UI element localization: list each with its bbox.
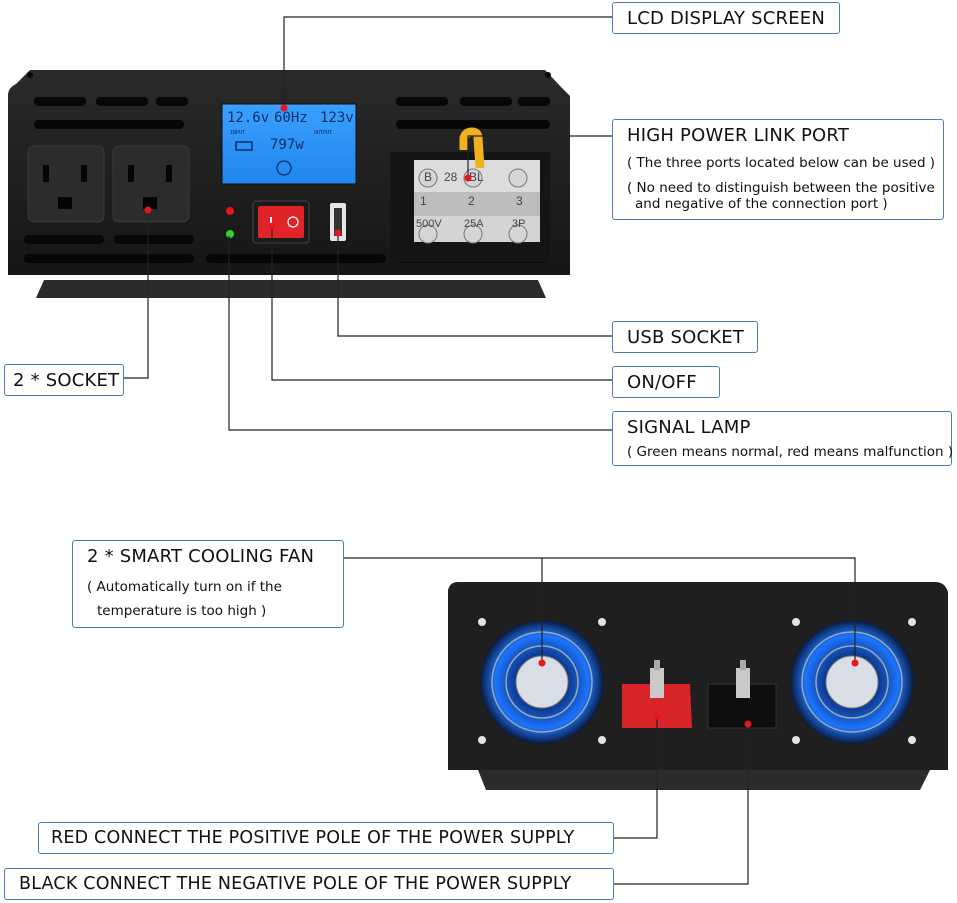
lcd-output-label: OUTPUT	[314, 130, 333, 136]
terminal-rating: 25A	[464, 218, 484, 230]
label-subtitle: ( The three ports located below can be u…	[627, 155, 936, 171]
label-socket: 2 * SOCKET	[4, 364, 124, 396]
label-red-positive-pole: RED CONNECT THE POSITIVE POLE OF THE POW…	[38, 822, 614, 854]
label-title: BLACK CONNECT THE NEGATIVE POLE OF THE P…	[19, 874, 572, 894]
terminal-top-label: 28	[444, 170, 458, 184]
terminal-top-label: BL	[469, 170, 484, 184]
terminal-number: 3	[516, 194, 523, 208]
label-title: SIGNAL LAMP	[627, 417, 751, 438]
lcd-input-label: INPUT	[230, 130, 246, 136]
label-title: 2 * SMART COOLING FAN	[87, 546, 315, 567]
terminal-block: B 28 BL 1 2 3 500V 25A 3P	[414, 160, 540, 242]
label-title: RED CONNECT THE POSITIVE POLE OF THE POW…	[51, 828, 575, 848]
label-signal-lamp: SIGNAL LAMP ( Green means normal, red me…	[612, 411, 954, 466]
label-title: LCD DISPLAY SCREEN	[627, 8, 826, 29]
label-lcd-display-screen: LCD DISPLAY SCREEN	[612, 2, 840, 34]
label-black-negative-pole: BLACK CONNECT THE NEGATIVE POLE OF THE P…	[4, 868, 614, 900]
lcd-output-voltage: 123v	[320, 110, 354, 126]
label-title: ON/OFF	[627, 372, 697, 393]
ac-outlet	[27, 145, 105, 223]
label-title: HIGH POWER LINK PORT	[627, 125, 850, 146]
label-high-power-link-port: HIGH POWER LINK PORT ( The three ports l…	[612, 119, 944, 220]
label-subtitle: and negative of the connection port )	[635, 196, 888, 212]
label-on-off: ON/OFF	[612, 366, 720, 398]
terminal-top-label: B	[424, 170, 433, 184]
label-title: USB SOCKET	[627, 327, 745, 348]
lcd-input-voltage: 12.6v	[227, 110, 270, 126]
label-smart-cooling-fan: 2 * SMART COOLING FAN ( Automatically tu…	[72, 540, 344, 628]
label-subtitle: ( No need to distinguish between the pos…	[627, 180, 935, 196]
terminal-number: 1	[420, 194, 427, 208]
lcd-frequency: 60Hz	[274, 110, 308, 126]
terminal-rating: 500V	[416, 218, 442, 230]
terminal-number: 2	[468, 194, 475, 208]
lcd-power: 797w	[270, 137, 304, 153]
label-subtitle: ( Green means normal, red means malfunct…	[627, 444, 954, 460]
lcd-display: 12.6v 60Hz 123v INPUT OUTPUT 797w	[222, 104, 356, 184]
label-subtitle: ( Automatically turn on if the	[87, 579, 282, 595]
ac-outlet	[112, 145, 190, 223]
terminal-rating: 3P	[512, 218, 526, 230]
label-title: 2 * SOCKET	[13, 370, 120, 391]
label-usb-socket: USB SOCKET	[612, 321, 758, 353]
label-subtitle: temperature is too high )	[97, 603, 267, 619]
